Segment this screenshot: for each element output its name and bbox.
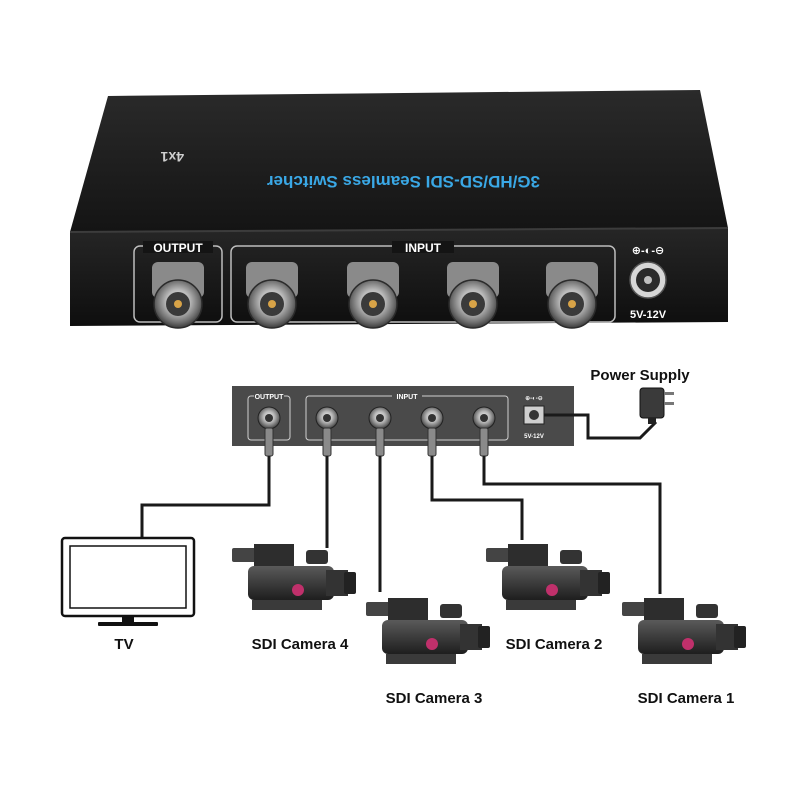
dc-power-jack: ⊕-◐-⊖ 5V-12V	[629, 245, 667, 321]
diagram-power-voltage: 5V-12V	[524, 434, 544, 440]
diagram-power-symbol: ⊕-◐-⊖	[525, 396, 543, 402]
device-title-mirrored: 3G/HD/SD-SDI Seamless Switcher	[267, 172, 540, 191]
camera-icon-2	[486, 544, 610, 610]
camera-3-label: SDI Camera 3	[386, 690, 483, 707]
power-supply-label: Power Supply	[590, 367, 690, 384]
input-label: INPUT	[405, 241, 442, 255]
switcher-device-photo: 3G/HD/SD-SDI Seamless Switcher 4x1 OUTPU…	[69, 90, 729, 329]
camera-4-label: SDI Camera 4	[252, 636, 349, 653]
power-voltage-label: 5V-12V	[630, 309, 667, 321]
power-supply-icon	[639, 387, 674, 424]
bnc-input-port-3	[447, 262, 499, 329]
diagram-port-input-3	[368, 406, 392, 430]
camera-icon-4	[232, 544, 356, 610]
output-label: OUTPUT	[153, 241, 203, 255]
bnc-input-port-4	[546, 262, 598, 329]
tv-label: TV	[114, 636, 133, 653]
device-model-mirrored: 4x1	[160, 149, 184, 165]
bnc-input-port-1	[246, 262, 298, 329]
camera-icon-1	[622, 598, 746, 664]
cable-camera-2	[430, 456, 524, 540]
camera-icon-3	[366, 598, 490, 664]
cable-output-tv	[140, 456, 271, 540]
cable-power	[544, 413, 658, 440]
camera-1-label: SDI Camera 1	[638, 690, 735, 707]
bnc-input-port-2	[347, 262, 399, 329]
bnc-output-port	[152, 262, 204, 329]
connection-diagram: OUTPUT INPUT ⊕-◐-⊖ 5V-12V	[60, 367, 746, 707]
diagram-port-input-2	[420, 406, 444, 430]
device-title-text: 3G/HD/SD-SDI Seamless Switcher	[267, 172, 540, 191]
diagram-output-label: OUTPUT	[255, 394, 285, 401]
diagram-port-input-4	[315, 406, 339, 430]
device-model-text: 4x1	[160, 149, 184, 165]
tv-icon	[60, 536, 196, 626]
device-top-face	[70, 90, 728, 232]
power-symbol: ⊕-◐-⊖	[632, 245, 664, 257]
diagram-port-input-1	[472, 406, 496, 430]
cables	[140, 413, 662, 594]
camera-2-label: SDI Camera 2	[506, 636, 603, 653]
cable-camera-1	[482, 456, 662, 594]
diagram-input-label: INPUT	[397, 394, 419, 401]
diagram-port-output	[257, 406, 281, 430]
